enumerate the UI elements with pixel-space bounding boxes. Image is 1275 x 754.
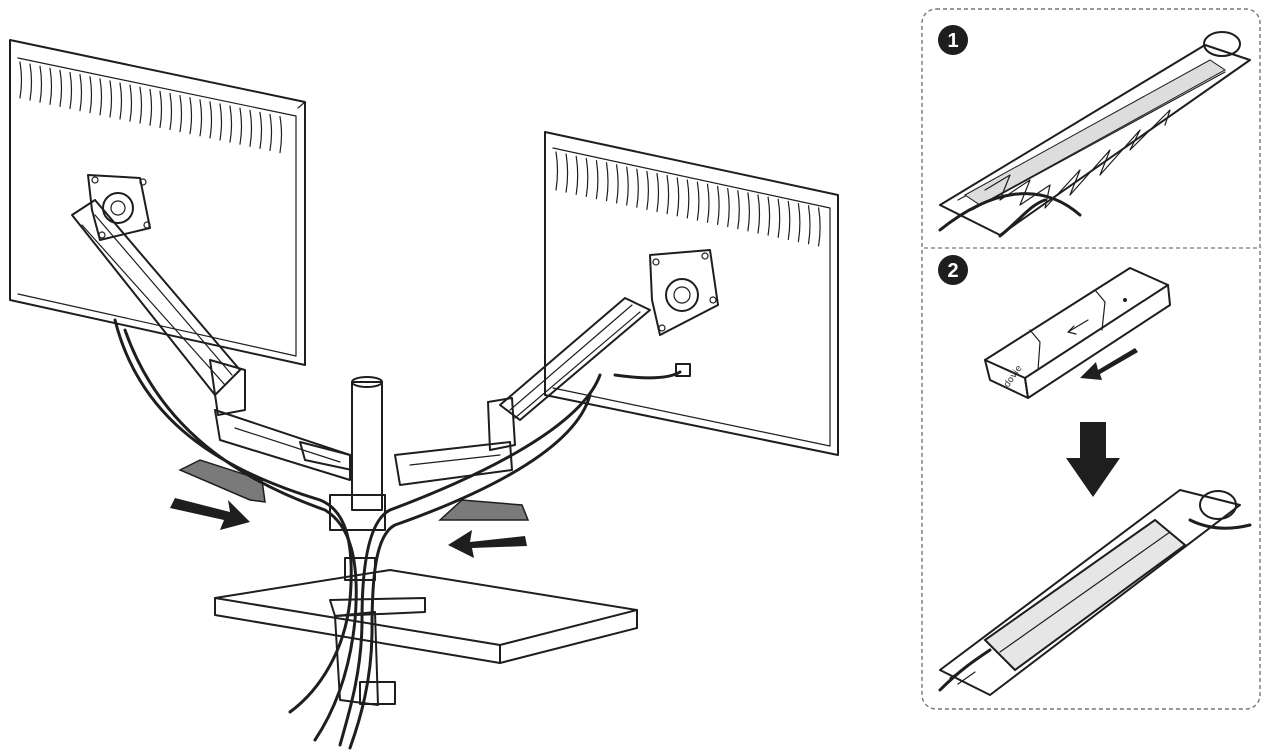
step-1-arm-detail — [938, 31, 1251, 238]
vent-slit — [219, 103, 223, 141]
vent-slit — [29, 63, 33, 101]
vent-slit — [49, 67, 53, 105]
vent-slit — [656, 172, 660, 213]
vent-slit — [139, 86, 143, 124]
vent-slit — [19, 61, 23, 99]
step-1-number: 1 — [947, 30, 958, 52]
left-arm — [71, 199, 353, 481]
vent-slit — [279, 116, 283, 154]
vent-slit — [747, 192, 750, 232]
vent-slit — [676, 177, 680, 217]
right-monitor-vents — [555, 151, 821, 247]
vent-slit — [585, 157, 589, 198]
vent-slit — [209, 101, 213, 139]
down-arrow-icon — [1066, 422, 1120, 497]
vent-slit — [666, 175, 670, 215]
vent-slit — [159, 90, 163, 128]
slide-arrows — [170, 498, 527, 558]
step-2-badge-icon — [938, 255, 968, 285]
vent-slit — [807, 205, 811, 245]
vent-slit — [706, 183, 710, 223]
vent-slit — [249, 109, 253, 147]
vent-slit — [696, 181, 700, 221]
installed-cable-cover — [983, 518, 1187, 672]
step-1-badge-icon — [938, 25, 968, 55]
vent-slit — [39, 65, 43, 103]
right-cable-tray — [438, 499, 530, 521]
vent-slit — [636, 168, 639, 208]
vent-slit — [787, 200, 791, 241]
left-monitor-vents — [19, 61, 283, 154]
center-pole — [329, 376, 386, 581]
vent-slit — [757, 194, 761, 234]
vent-slit — [797, 203, 801, 243]
vent-slit — [555, 151, 559, 191]
desk-clamp — [329, 597, 426, 706]
vent-slit — [99, 78, 103, 116]
vent-slit — [626, 166, 629, 206]
vent-slit — [69, 71, 73, 110]
arrow-left-icon — [448, 530, 527, 558]
vent-slit — [79, 74, 83, 112]
right-monitor — [544, 131, 839, 456]
vent-slit — [269, 113, 273, 152]
vent-slit — [89, 76, 93, 114]
desk — [214, 569, 638, 664]
vent-slit — [169, 92, 173, 131]
vent-slit — [605, 162, 609, 202]
vent-slit — [199, 99, 203, 137]
vent-slit — [259, 111, 263, 149]
vent-slit — [189, 97, 193, 135]
vent-slit — [119, 82, 123, 120]
step-2: 2 dovie — [938, 255, 1252, 696]
vent-slit — [717, 185, 720, 225]
step-2-number: 2 — [947, 260, 958, 282]
vent-slit — [646, 170, 649, 210]
vent-slit — [818, 207, 821, 247]
vent-slit — [129, 84, 133, 122]
vent-slit — [777, 198, 781, 238]
left-monitor — [9, 39, 306, 366]
vent-slit — [229, 105, 233, 143]
vent-slit — [737, 190, 740, 230]
vent-slit — [727, 187, 730, 228]
vent-slit — [767, 196, 771, 236]
vent-slit — [59, 69, 63, 107]
main-illustration — [9, 39, 839, 750]
slide-arrow-icon — [1080, 348, 1138, 380]
arrow-right-icon — [170, 498, 250, 530]
right-arm — [394, 297, 651, 486]
vent-slit — [109, 80, 113, 118]
vent-slit — [179, 95, 183, 133]
detail-panel: 1 2 — [921, 8, 1261, 710]
cable-cover-piece: dovie — [984, 267, 1171, 399]
step-1: 1 — [938, 25, 1251, 238]
cables — [113, 318, 691, 750]
vent-slit — [149, 88, 153, 126]
step-2-arm-detail — [938, 489, 1252, 696]
vent-slit — [616, 164, 619, 204]
vent-slit — [239, 107, 243, 145]
left-cable-tray — [178, 459, 266, 503]
vent-slit — [686, 179, 690, 219]
vent-slit — [575, 155, 579, 195]
vent-slit — [565, 153, 569, 193]
vent-slit — [595, 160, 599, 200]
